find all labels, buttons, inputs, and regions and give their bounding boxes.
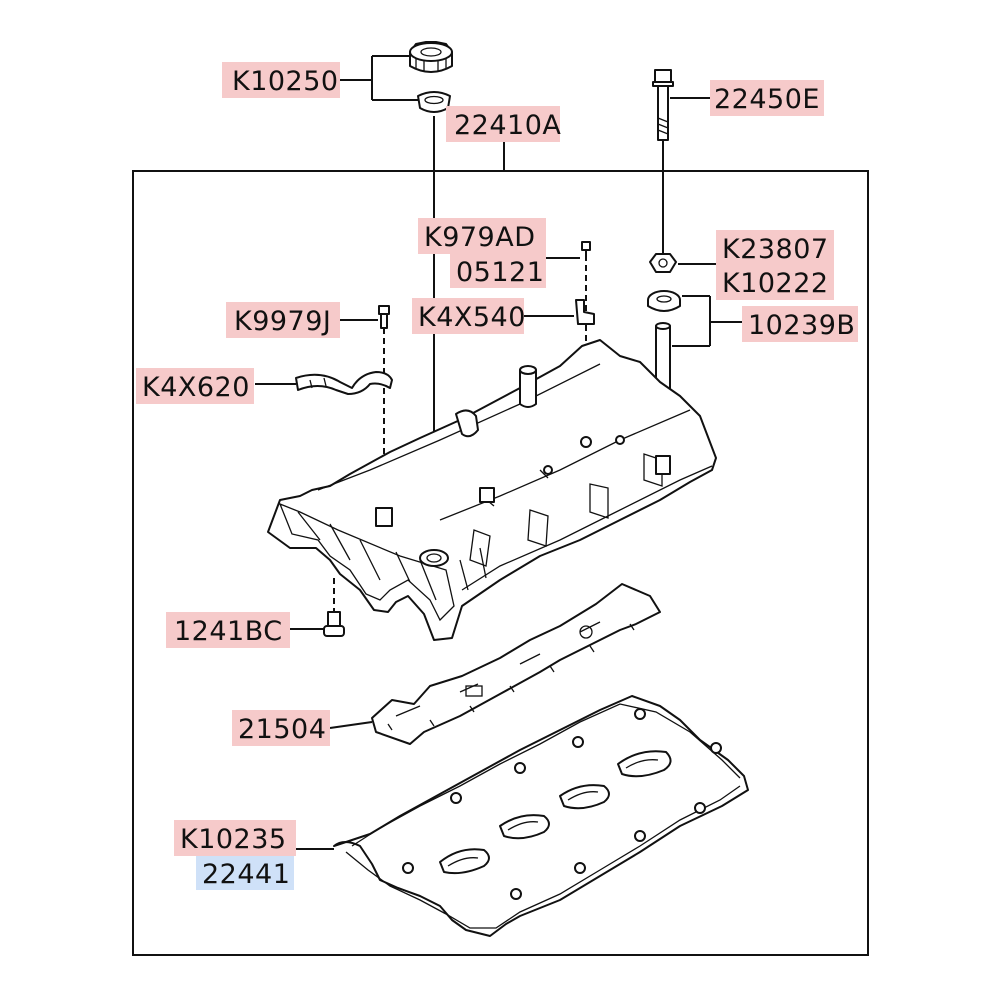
rocker-cover [267,339,717,641]
label-1241bc: 1241BC [174,616,283,647]
label-k23807: K23807 [722,234,829,265]
cover-gasket [333,695,749,937]
label-22450e: 22450E [714,84,820,115]
small-bolt-k9979j [378,305,390,329]
label-bg-k4x620 [136,368,254,404]
bolt-1241bc [323,611,345,637]
assembly-frame [132,170,869,956]
label-k10250: K10250 [232,66,339,97]
small-screw-top [581,241,591,257]
label-k979ad: K979AD [424,222,536,253]
label-k4x620: K4X620 [142,372,250,403]
label-bg-k10250 [222,62,340,98]
breather-hose [295,371,393,395]
label-bg-k9979j [226,302,340,338]
label-bg-1241bc [166,612,290,648]
label-bg-k10235 [174,820,296,856]
oil-filler-cap [409,41,453,73]
label-bg-10239b [742,306,858,342]
label-bg-21504 [232,710,330,746]
label-bg-k979ad [418,218,546,254]
leader-lines [255,55,742,850]
label-bg-22441 [196,856,294,890]
label-bg-05121 [450,254,546,288]
label-bg-k4x540 [412,298,524,334]
label-22441: 22441 [202,859,290,890]
label-bg-k23807 [716,230,834,266]
label-k4x540: K4X540 [418,302,526,333]
label-bg-22450e [710,80,824,116]
label-k10235: K10235 [180,824,287,855]
label-k10222: K10222 [722,268,829,299]
baffle-plate [371,583,661,745]
label-22410a: 22410A [454,110,561,141]
callout-labels: K10250 22410A 22450E K979AD 05121 K23807… [136,62,858,890]
k4x540-clip [575,299,595,325]
label-k9979j: K9979J [234,306,331,337]
cap-seal-ring [417,91,451,113]
label-05121: 05121 [456,257,544,288]
label-bg-k10222 [716,266,834,300]
label-21504: 21504 [238,714,326,745]
hex-nut [649,253,677,273]
label-bg-22410a [446,106,560,142]
grommet [647,290,681,312]
long-bolt [652,69,674,141]
label-10239b: 10239B [748,310,855,341]
